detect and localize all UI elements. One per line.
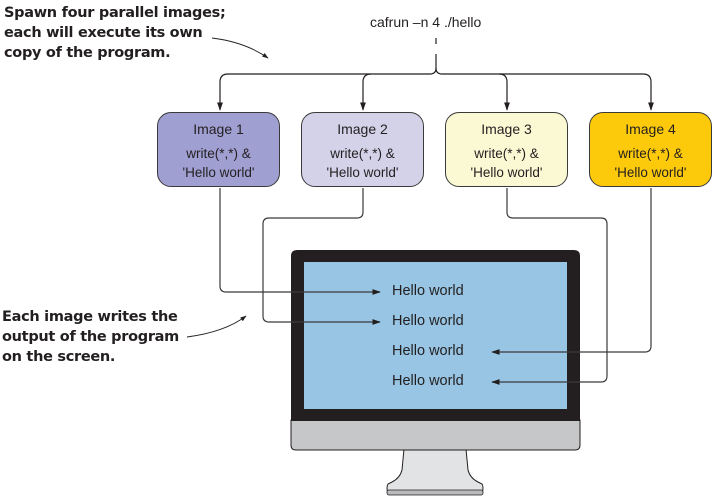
image-code-line: write(*,*) &	[186, 146, 251, 161]
screen-output-line-4: Hello world	[392, 373, 464, 389]
annotation-line: Each image writes the	[2, 309, 178, 325]
wire-image-4	[491, 188, 652, 355]
wire-image-1	[219, 188, 381, 295]
annotation-line: copy of the program.	[4, 45, 171, 61]
monitor-screen	[304, 262, 567, 409]
annotation-line: on the screen.	[2, 349, 116, 365]
image-title: Image 1	[193, 121, 244, 137]
annotation-arrow-top	[211, 37, 269, 59]
annotation-line: Spawn four parallel images;	[4, 5, 226, 21]
annotation-line: output of the program	[2, 329, 179, 345]
monitor-stand	[386, 448, 484, 495]
image-title: Image 2	[337, 121, 388, 137]
image-box-4: Image 4 write(*,*) & 'Hello world'	[589, 112, 712, 187]
annotation-output: Each image writes the output of the prog…	[2, 307, 202, 367]
image-title: Image 3	[481, 121, 532, 137]
annotation-arrow-bottom	[186, 315, 247, 338]
command-label: cafrun –n 4 ./hello	[370, 14, 482, 30]
image-box-1: Image 1 write(*,*) & 'Hello world'	[157, 112, 280, 187]
image-box-3: Image 3 write(*,*) & 'Hello world'	[445, 112, 568, 187]
image-code-line: write(*,*) &	[330, 146, 395, 161]
image-code-line: 'Hello world'	[326, 165, 399, 180]
image-code-line: write(*,*) &	[618, 146, 683, 161]
screen-output-line-3: Hello world	[392, 343, 464, 359]
image-code-line: 'Hello world'	[614, 165, 687, 180]
image-box-2: Image 2 write(*,*) & 'Hello world'	[301, 112, 424, 187]
annotation-line: each will execute its own	[4, 25, 203, 41]
monitor-chin	[290, 419, 581, 451]
image-title: Image 4	[625, 121, 676, 137]
screen-output-line-2: Hello world	[392, 313, 464, 329]
image-code-line: 'Hello world'	[182, 165, 255, 180]
wire-image-3	[491, 188, 608, 385]
annotation-spawn: Spawn four parallel images; each will ex…	[4, 3, 294, 63]
image-code-line: write(*,*) &	[474, 146, 539, 161]
image-code-line: 'Hello world'	[470, 165, 543, 180]
monitor	[290, 250, 581, 496]
screen-output-line-1: Hello world	[392, 283, 464, 299]
spawn-bracket	[217, 38, 654, 111]
wire-image-2	[262, 188, 381, 325]
